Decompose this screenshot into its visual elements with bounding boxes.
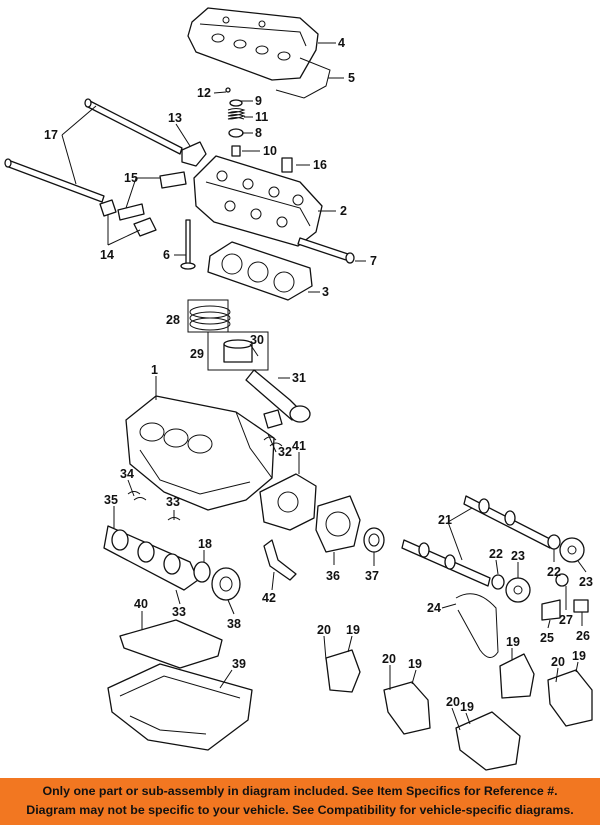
callout-36: 36 bbox=[326, 569, 340, 583]
callout-1: 1 bbox=[151, 363, 158, 377]
cam-seal-lower bbox=[491, 574, 505, 590]
timing-cover-b bbox=[383, 681, 431, 735]
camshafts bbox=[401, 495, 553, 587]
callout-15: 15 bbox=[124, 171, 138, 185]
callout-17: 17 bbox=[44, 128, 58, 142]
head-bolt bbox=[297, 237, 349, 261]
crankshaft bbox=[103, 525, 199, 591]
valve-cover-gasket bbox=[275, 57, 331, 99]
timing-belt bbox=[455, 593, 499, 658]
callout-39: 39 bbox=[232, 657, 246, 671]
timing-cover-c bbox=[499, 653, 535, 699]
oil-pump bbox=[259, 473, 317, 531]
callout-12: 12 bbox=[197, 86, 211, 100]
callout-41: 41 bbox=[292, 439, 306, 453]
callout-18: 18 bbox=[198, 537, 212, 551]
oil-pickup bbox=[263, 539, 297, 581]
callout-23a: 23 bbox=[511, 549, 525, 563]
callout-30: 30 bbox=[250, 333, 264, 347]
callout-22a: 22 bbox=[489, 547, 503, 561]
callout-16: 16 bbox=[313, 158, 327, 172]
callout-38: 38 bbox=[227, 617, 241, 631]
callout-29: 29 bbox=[190, 347, 204, 361]
rear-main-seal bbox=[363, 527, 385, 553]
callout-40: 40 bbox=[134, 597, 148, 611]
tensioner bbox=[541, 599, 561, 621]
callout-20b: 20 bbox=[382, 652, 396, 666]
callout-22b: 22 bbox=[547, 565, 561, 579]
disclaimer-line-1: Only one part or sub-assembly in diagram… bbox=[42, 784, 558, 798]
callout-20a: 20 bbox=[317, 623, 331, 637]
callout-2: 2 bbox=[340, 204, 347, 218]
callout-10: 10 bbox=[263, 144, 277, 158]
rocker-shafts bbox=[4, 98, 183, 203]
rocker-arms bbox=[99, 141, 207, 237]
callout-26: 26 bbox=[576, 629, 590, 643]
callout-19e: 19 bbox=[460, 700, 474, 714]
head-gasket bbox=[207, 241, 313, 301]
disclaimer-banner: Only one part or sub-assembly in diagram… bbox=[0, 778, 600, 825]
cam-sprocket-lower bbox=[505, 577, 531, 603]
callout-6: 6 bbox=[163, 248, 170, 262]
callout-37: 37 bbox=[365, 569, 379, 583]
rod-bearings bbox=[263, 436, 283, 447]
callout-42: 42 bbox=[262, 591, 276, 605]
callout-20c: 20 bbox=[551, 655, 565, 669]
callout-20d: 20 bbox=[446, 695, 460, 709]
piston bbox=[207, 331, 269, 371]
callout-3: 3 bbox=[322, 285, 329, 299]
callout-11: 11 bbox=[255, 110, 268, 124]
timing-cover-d bbox=[547, 669, 593, 727]
callout-21: 21 bbox=[438, 513, 452, 527]
callout-35: 35 bbox=[104, 493, 118, 507]
callout-5: 5 bbox=[348, 71, 355, 85]
callout-9: 9 bbox=[255, 94, 262, 108]
timing-cover-a bbox=[325, 649, 361, 693]
callout-23b: 23 bbox=[579, 575, 593, 589]
callout-13: 13 bbox=[168, 111, 182, 125]
valve-cover bbox=[187, 7, 319, 81]
cam-seal-upper bbox=[547, 534, 561, 550]
piston-rings bbox=[189, 305, 231, 331]
callout-34: 34 bbox=[120, 467, 134, 481]
connecting-rod bbox=[245, 369, 311, 429]
callout-32: 32 bbox=[278, 445, 292, 459]
callout-8: 8 bbox=[255, 126, 262, 140]
callout-4: 4 bbox=[338, 36, 345, 50]
callout-labels: 1 2 3 4 5 6 7 8 9 10 11 12 13 14 15 16 1… bbox=[44, 36, 593, 714]
callout-25: 25 bbox=[540, 631, 554, 645]
timing-cover-e bbox=[455, 711, 521, 771]
cylinder-head bbox=[193, 155, 323, 247]
callout-19c: 19 bbox=[506, 635, 520, 649]
disclaimer-line-2: Diagram may not be specific to your vehi… bbox=[26, 803, 574, 817]
oil-pan bbox=[107, 663, 253, 751]
windage-tray bbox=[119, 619, 223, 669]
exploded-parts-diagram: 1 2 3 4 5 6 7 8 9 10 11 12 13 14 15 16 1… bbox=[4, 7, 593, 771]
crank-sprocket bbox=[193, 561, 211, 583]
valve-train-parts bbox=[225, 87, 293, 173]
callout-33b: 33 bbox=[172, 605, 186, 619]
callout-7: 7 bbox=[370, 254, 377, 268]
main-bearings bbox=[127, 491, 147, 501]
callout-27: 27 bbox=[559, 613, 573, 627]
engine-block bbox=[125, 395, 275, 511]
callout-31: 31 bbox=[292, 371, 306, 385]
cam-sprocket-upper bbox=[559, 537, 585, 563]
leader-lines bbox=[61, 42, 587, 731]
callout-28: 28 bbox=[166, 313, 180, 327]
callout-19a: 19 bbox=[346, 623, 360, 637]
callout-19b: 19 bbox=[408, 657, 422, 671]
valve bbox=[180, 219, 196, 270]
crank-pulley bbox=[211, 567, 241, 601]
callout-14: 14 bbox=[100, 248, 114, 262]
callout-24: 24 bbox=[427, 601, 441, 615]
callout-19d: 19 bbox=[572, 649, 586, 663]
callout-33a: 33 bbox=[166, 495, 180, 509]
rear-seal-retainer bbox=[315, 495, 361, 553]
